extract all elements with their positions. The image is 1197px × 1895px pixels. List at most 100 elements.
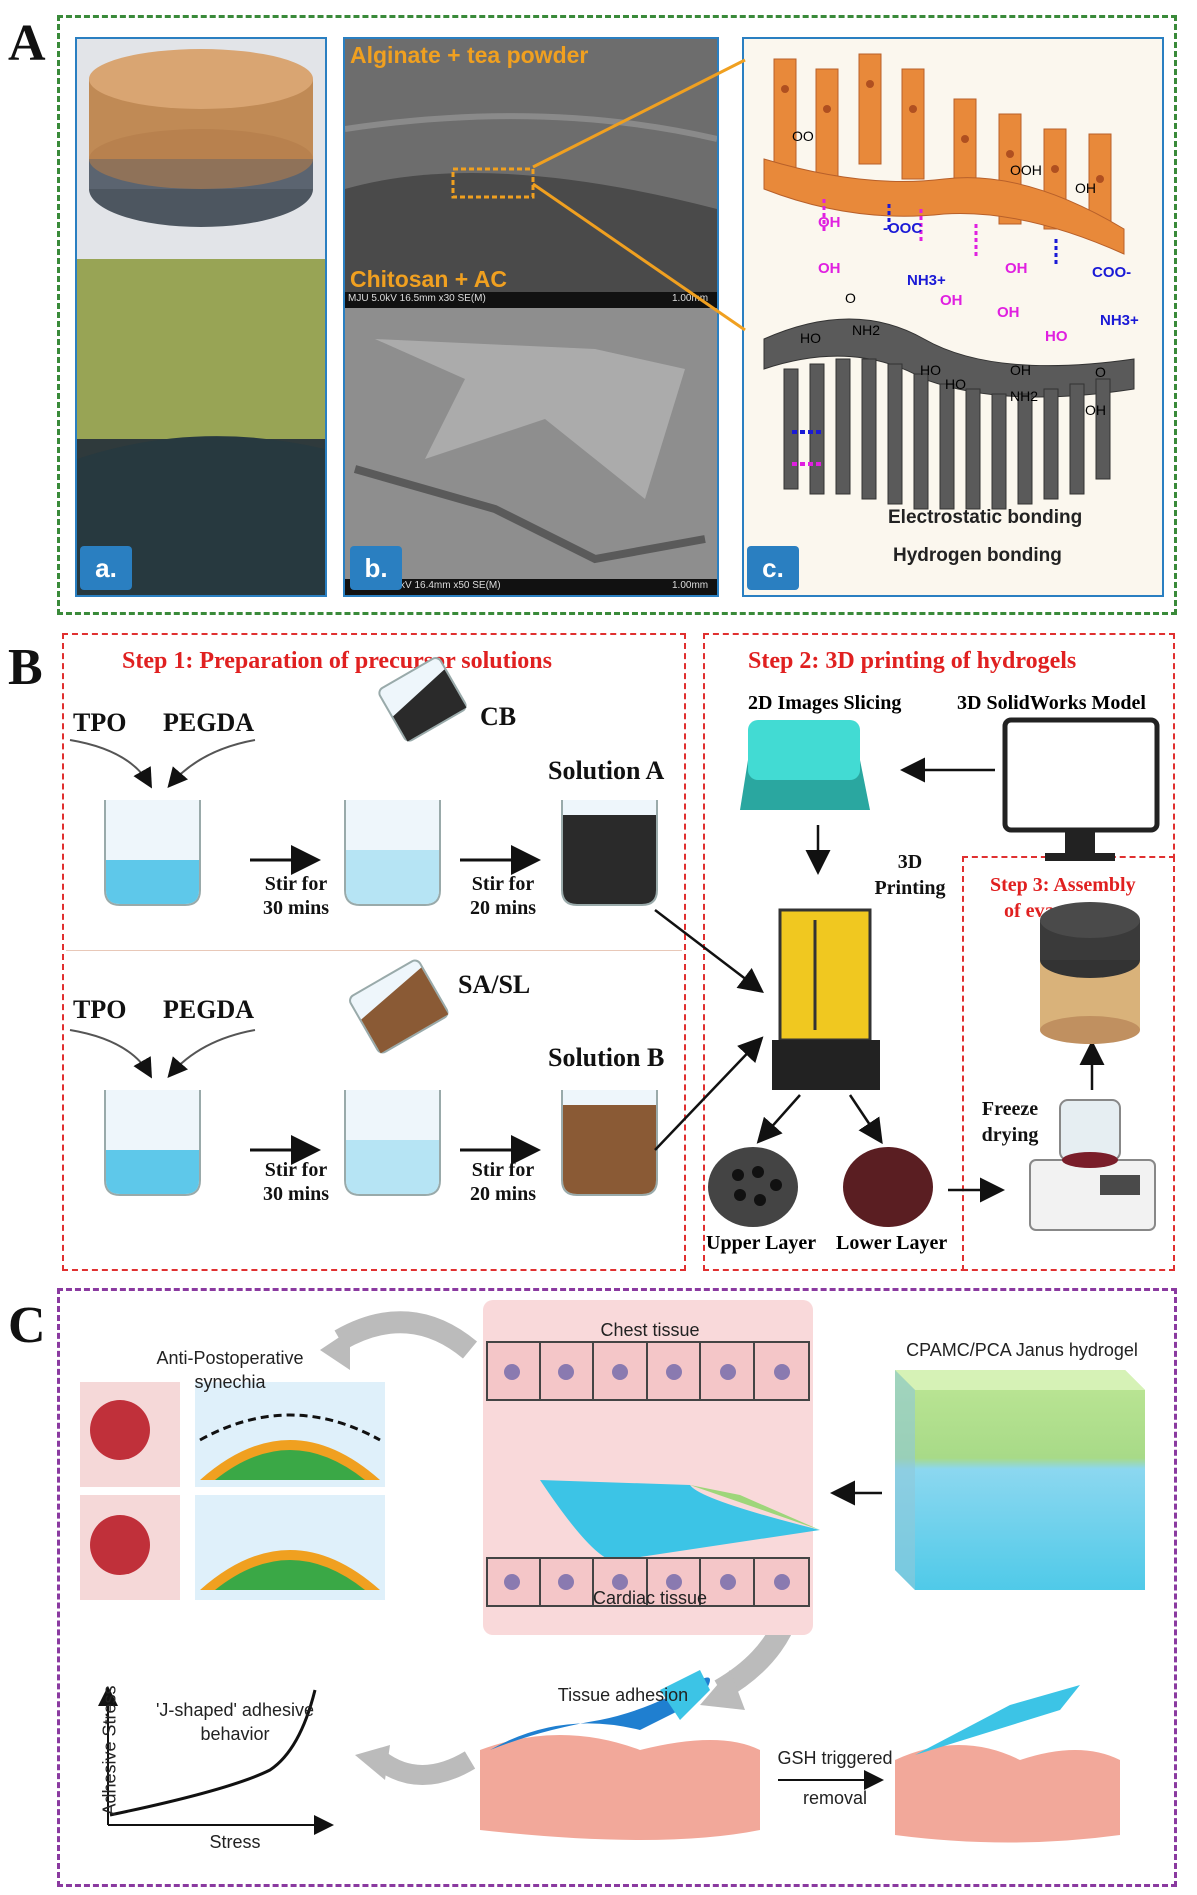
lower-layer-image (843, 1147, 933, 1227)
chem-oh5: OH (997, 304, 1020, 321)
step1-title: Step 1: Preparation of precursor solutio… (122, 648, 552, 674)
j-shaped-line1: 'J-shaped' adhesive (156, 1700, 314, 1720)
chem-ho4: HO (945, 376, 966, 392)
chem-coo-left: -OOC (883, 220, 923, 237)
photo-a-illustration (77, 39, 325, 595)
chem-nh3-left: NH3+ (907, 272, 946, 289)
sliced-disk (740, 720, 870, 810)
gsh-line1: GSH triggered (777, 1748, 893, 1768)
step1-frame (62, 633, 686, 1271)
sem-info-bottom: kV 16.4mm x50 SE(M) (400, 580, 501, 591)
chem-ooh: OOH (1010, 162, 1042, 178)
freeze-dryer (1029, 1099, 1156, 1231)
beaker-row1-3 (561, 800, 658, 906)
row1-additive-label: CB (480, 702, 517, 731)
sem-images (343, 37, 719, 597)
sem-scale-bottom: 1.00mm (672, 580, 709, 591)
beaker-row1-2 (344, 800, 441, 906)
y-axis-label: Adhesive Stress (99, 1685, 120, 1816)
chem-oh1: OH (818, 214, 841, 231)
legend-electrostatic-label: Electrostatic bonding (888, 507, 1083, 528)
removed-block (895, 1685, 1120, 1843)
zoom-connector-lines (532, 58, 746, 332)
chest-tissue-label: Chest tissue (600, 1320, 700, 1340)
sem-top-label: Alginate + tea powder (350, 42, 589, 68)
chem-oh2: OH (818, 260, 841, 277)
chem-oh4: OH (1005, 260, 1028, 277)
freeze-line2: drying (981, 1124, 1039, 1146)
freeze-line1: Freeze (981, 1098, 1039, 1120)
janus-hydrogel-label: CPAMC/PCA Janus hydrogel (906, 1340, 1138, 1360)
beaker-row2-2 (344, 1090, 441, 1196)
chem-ho1: HO (1045, 328, 1068, 345)
chest-cells (486, 1341, 810, 1401)
row1-stir2-line1: Stir for (471, 873, 535, 895)
printing-line1: 3D (897, 851, 923, 873)
row2-solution-label: Solution B (548, 1043, 665, 1072)
3d-printer (772, 908, 880, 1090)
chem-oo-top: OO (792, 128, 814, 144)
sem-illustration (345, 39, 717, 595)
step3-title-line1: Step 3: Assembly (990, 874, 1136, 896)
sem-info-top: MJU 5.0kV 16.5mm x30 SE(M) (348, 293, 486, 304)
chem-nh2-right: NH2 (1010, 388, 1039, 404)
cardiac-tissue-label: Cardiac tissue (592, 1588, 708, 1608)
row2-additive-label: SA/SL (458, 970, 531, 999)
panel-c-letter: C (8, 1297, 46, 1354)
chem-coo-right: COO- (1092, 264, 1132, 281)
panel-b-illustrations (69, 657, 1160, 1231)
lower-layer-label: Lower Layer (836, 1232, 948, 1254)
sublabel-c: c. (747, 546, 799, 590)
chem-o2: O (1095, 364, 1106, 380)
row2-stir1-line2: 30 mins (262, 1183, 330, 1205)
row1-pegda-label: PEGDA (163, 708, 254, 737)
anti-synechia-line2: synechia (194, 1372, 266, 1392)
sem-scale-top: 1.00mm (672, 293, 709, 304)
chem-ho3: HO (920, 362, 941, 378)
legend-hydrogen-label: Hydrogen bonding (893, 545, 1062, 566)
row1-stir1-line1: Stir for (264, 873, 328, 895)
chem-oh7: OH (1085, 402, 1106, 418)
monitor-icon (1002, 717, 1160, 861)
row1-stir1-line2: 30 mins (262, 897, 330, 919)
tissue-adhesion-label: Tissue adhesion (557, 1685, 689, 1705)
chem-oh-right: OH (1075, 180, 1096, 196)
solidworks-label: 3D SolidWorks Model (957, 692, 1146, 714)
chem-nh3-right: NH3+ (1100, 312, 1139, 329)
panel-a-letter: A (8, 15, 46, 72)
panel-c-frame (57, 1288, 1177, 1887)
bonding-schematic (742, 37, 1164, 597)
sublabel-a: a. (80, 546, 132, 590)
panel-b-letter: B (8, 639, 43, 696)
row2-stir2-line2: 20 mins (469, 1183, 537, 1205)
j-shaped-line2: behavior (200, 1724, 270, 1744)
chem-o1: O (845, 290, 856, 306)
chem-oh3: OH (940, 292, 963, 309)
row2-pegda-label: PEGDA (163, 995, 254, 1024)
cardiac-cells (486, 1557, 810, 1607)
beaker-row1-1 (104, 800, 201, 906)
row1-stir2-line2: 20 mins (469, 897, 537, 919)
chem-oh6: OH (1010, 362, 1031, 378)
anti-synechia-line1: Anti-Postoperative (156, 1348, 304, 1368)
row1-tpo-label: TPO (73, 708, 127, 737)
upper-layer-image (708, 1147, 798, 1227)
step1-divider (66, 950, 682, 951)
bonding-illustration (763, 53, 1135, 510)
adhesion-block (480, 1670, 760, 1840)
beaker-row2-3 (561, 1090, 658, 1196)
gsh-line2: removal (802, 1788, 868, 1808)
panel-c-illustrations (80, 1300, 1145, 1843)
janus-hydrogel-cube (895, 1370, 1145, 1590)
printing-line2: Printing (874, 877, 946, 899)
x-axis-label: Stress (209, 1832, 261, 1852)
sublabel-b: b. (350, 546, 402, 590)
panel-a-frame (57, 15, 1177, 615)
chem-ho2: HO (800, 330, 821, 346)
chem-nh2-left: NH2 (852, 322, 881, 338)
step2-title: Step 2: 3D printing of hydrogels (748, 648, 1077, 674)
row1-solution-label: Solution A (548, 756, 665, 785)
row2-tpo-label: TPO (73, 995, 127, 1024)
evaporator-image (1040, 902, 1140, 1044)
sem-bottom-label: Chitosan + AC (350, 266, 507, 292)
